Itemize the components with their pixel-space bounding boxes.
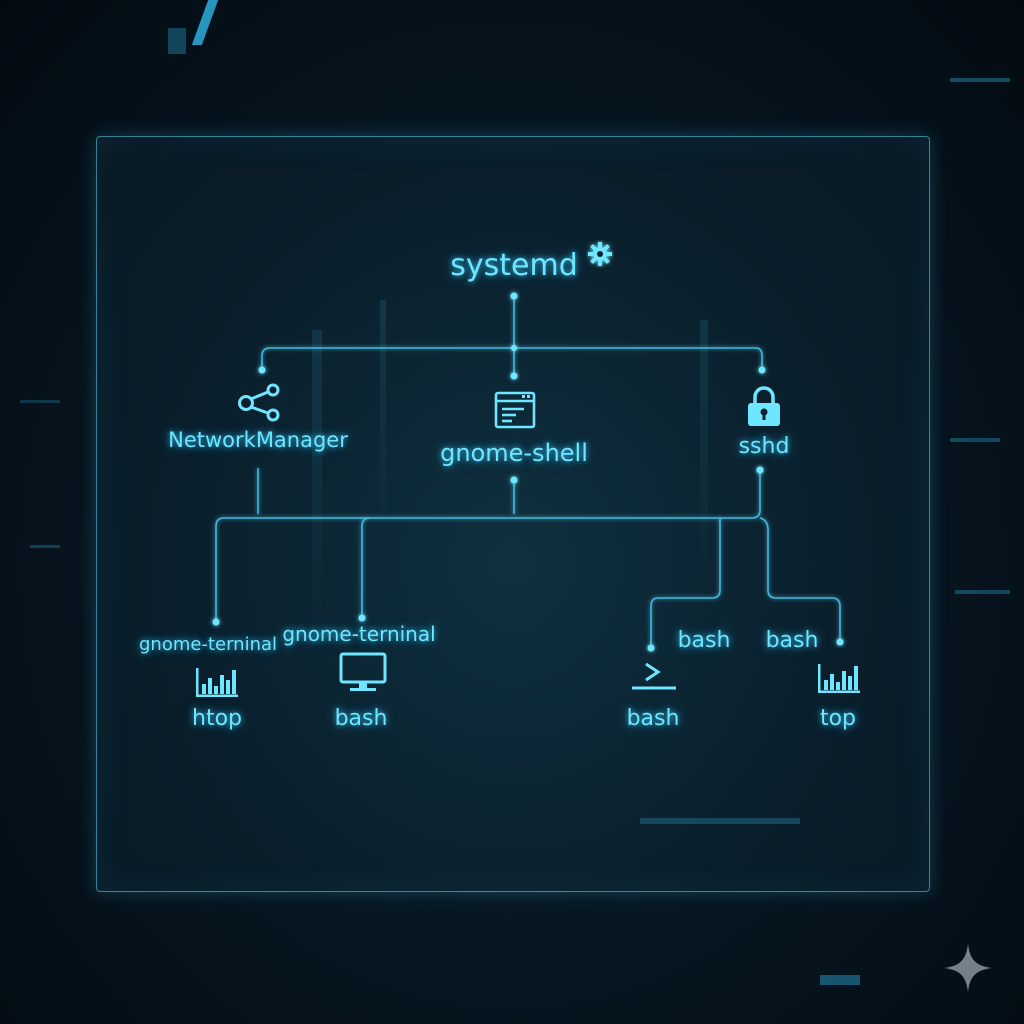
node-label-top: top	[819, 706, 857, 731]
connector-line	[650, 518, 721, 646]
connector-node	[511, 345, 517, 351]
share-nodes-icon	[238, 383, 280, 422]
diagram-panel	[96, 136, 930, 892]
background-streak	[950, 438, 1000, 442]
lock-icon	[748, 386, 780, 426]
background-streak	[955, 590, 1010, 594]
node-label-gnome-terninal: gnome-terninal	[138, 634, 278, 655]
node-label-bash: bash	[765, 628, 819, 653]
terminal-prompt-icon	[632, 662, 676, 690]
sparkle-icon	[944, 944, 992, 992]
connector-node	[756, 466, 764, 474]
background-streak	[168, 28, 186, 54]
connector-node	[836, 638, 844, 646]
bar-chart-icon	[818, 664, 860, 693]
gear-icon	[588, 242, 612, 266]
node-label-networkmanager: NetworkManager	[168, 428, 348, 452]
node-label-bash: bash	[626, 706, 680, 731]
monitor-icon	[339, 652, 387, 691]
background-streak	[30, 545, 60, 548]
connector-node	[758, 366, 766, 374]
background-streak	[640, 818, 800, 824]
background-streak	[820, 975, 860, 985]
background-column	[380, 300, 386, 540]
connector-line	[361, 517, 371, 616]
connector-node	[212, 618, 220, 626]
node-label-sshd: sshd	[738, 434, 790, 459]
background-column	[312, 330, 322, 630]
background-streak	[950, 78, 1010, 82]
window-icon	[494, 391, 536, 429]
connector-node	[510, 292, 518, 300]
node-label-systemd: systemd	[450, 248, 578, 283]
background-column	[700, 320, 708, 580]
connector-node	[358, 614, 366, 622]
bar-chart-icon	[196, 668, 238, 697]
node-label-htop: htop	[192, 706, 242, 731]
background-streak	[20, 400, 60, 403]
connector-line	[759, 517, 841, 640]
connector-node	[510, 476, 518, 484]
node-label-gnome-terninal: gnome-terninal	[282, 622, 436, 646]
node-label-bash: bash	[334, 706, 388, 731]
connector-line	[215, 509, 761, 620]
connector-node	[647, 644, 655, 652]
connector-node	[258, 366, 266, 374]
connector-line	[261, 347, 763, 368]
node-label-bash: bash	[677, 628, 731, 653]
node-label-gnome-shell: gnome-shell	[440, 439, 588, 467]
connector-node	[510, 372, 518, 380]
